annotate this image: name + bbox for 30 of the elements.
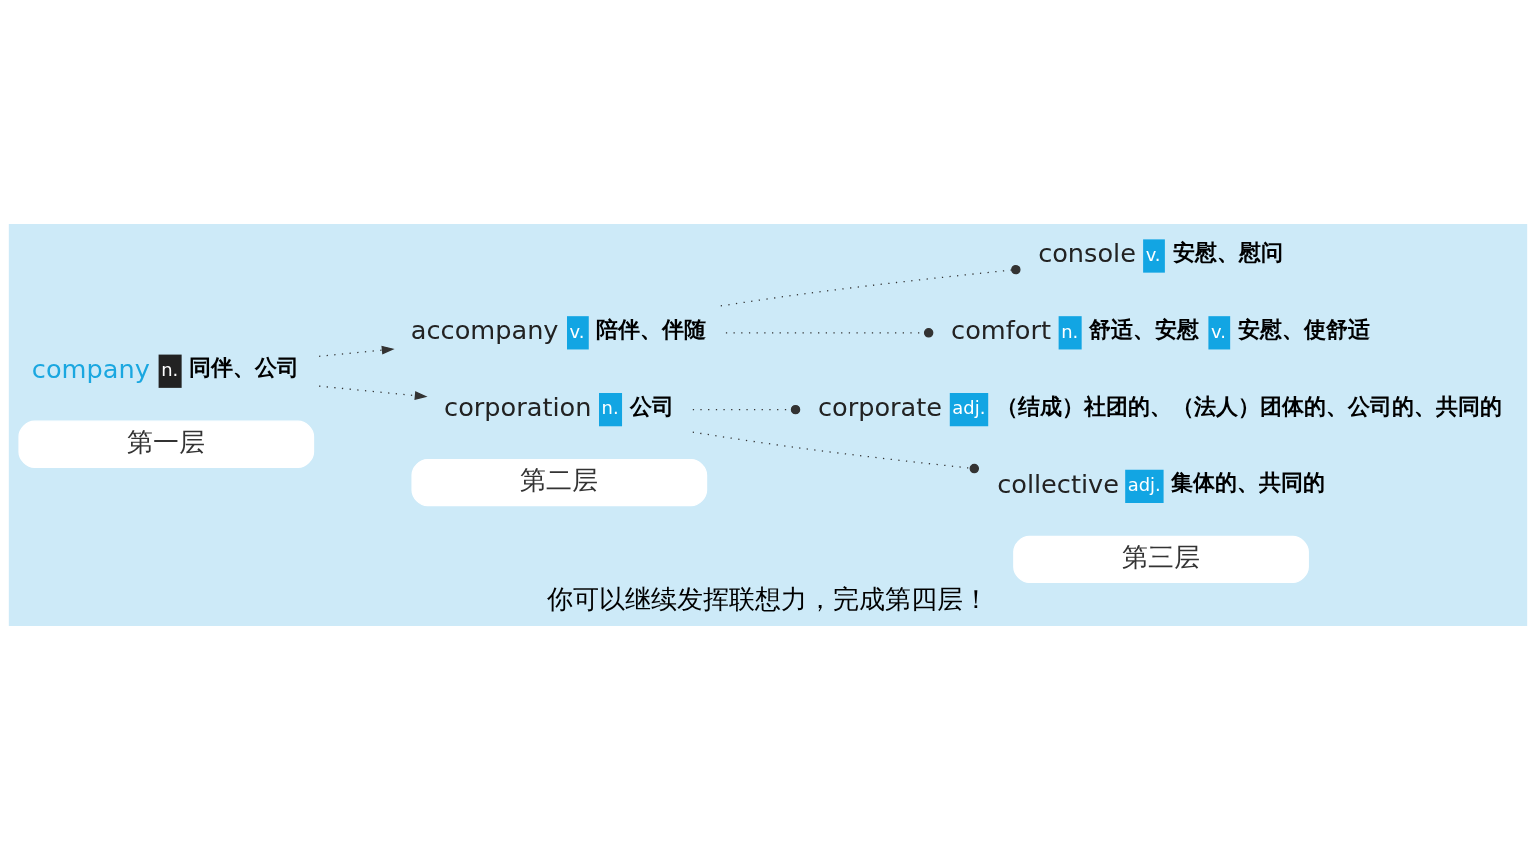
caption: 你可以继续发挥联想力，完成第四层！	[547, 583, 989, 614]
node-box: 第三层	[1013, 535, 1309, 583]
node-box: v.	[1143, 238, 1165, 273]
connector	[725, 327, 934, 338]
node-box: v.	[567, 315, 589, 349]
node-label: corporate	[817, 391, 943, 422]
node-box: n.	[158, 354, 182, 388]
node-label: comfort	[951, 314, 1051, 345]
node-box: 第一层	[18, 420, 315, 468]
arrow	[318, 345, 395, 357]
node-label: 安慰、使舒适	[1237, 316, 1370, 342]
node-label: 公司	[629, 393, 674, 419]
node-label: corporation	[444, 391, 592, 422]
node-box: 第二层	[411, 458, 708, 506]
connector	[692, 404, 801, 414]
arrow	[318, 385, 428, 400]
node-label: 集体的、共同的	[1171, 469, 1326, 495]
node-label: 同伴、公司	[189, 354, 300, 380]
node-box: adj.	[949, 392, 989, 426]
node-box: adj.	[1125, 469, 1164, 503]
node-label: collective	[997, 468, 1119, 499]
connector	[720, 264, 1021, 307]
node-box: n.	[599, 392, 623, 426]
node-label: 陪伴、伴随	[596, 316, 707, 342]
node-label: （结成）社团的、（法人）团体的、公司的、共同的	[995, 393, 1502, 419]
node-label: 安慰、慰问	[1172, 239, 1283, 265]
node-label: console	[1038, 237, 1136, 268]
connector	[692, 431, 979, 473]
node-label: accompany	[410, 314, 559, 345]
node-label: company	[31, 353, 150, 384]
